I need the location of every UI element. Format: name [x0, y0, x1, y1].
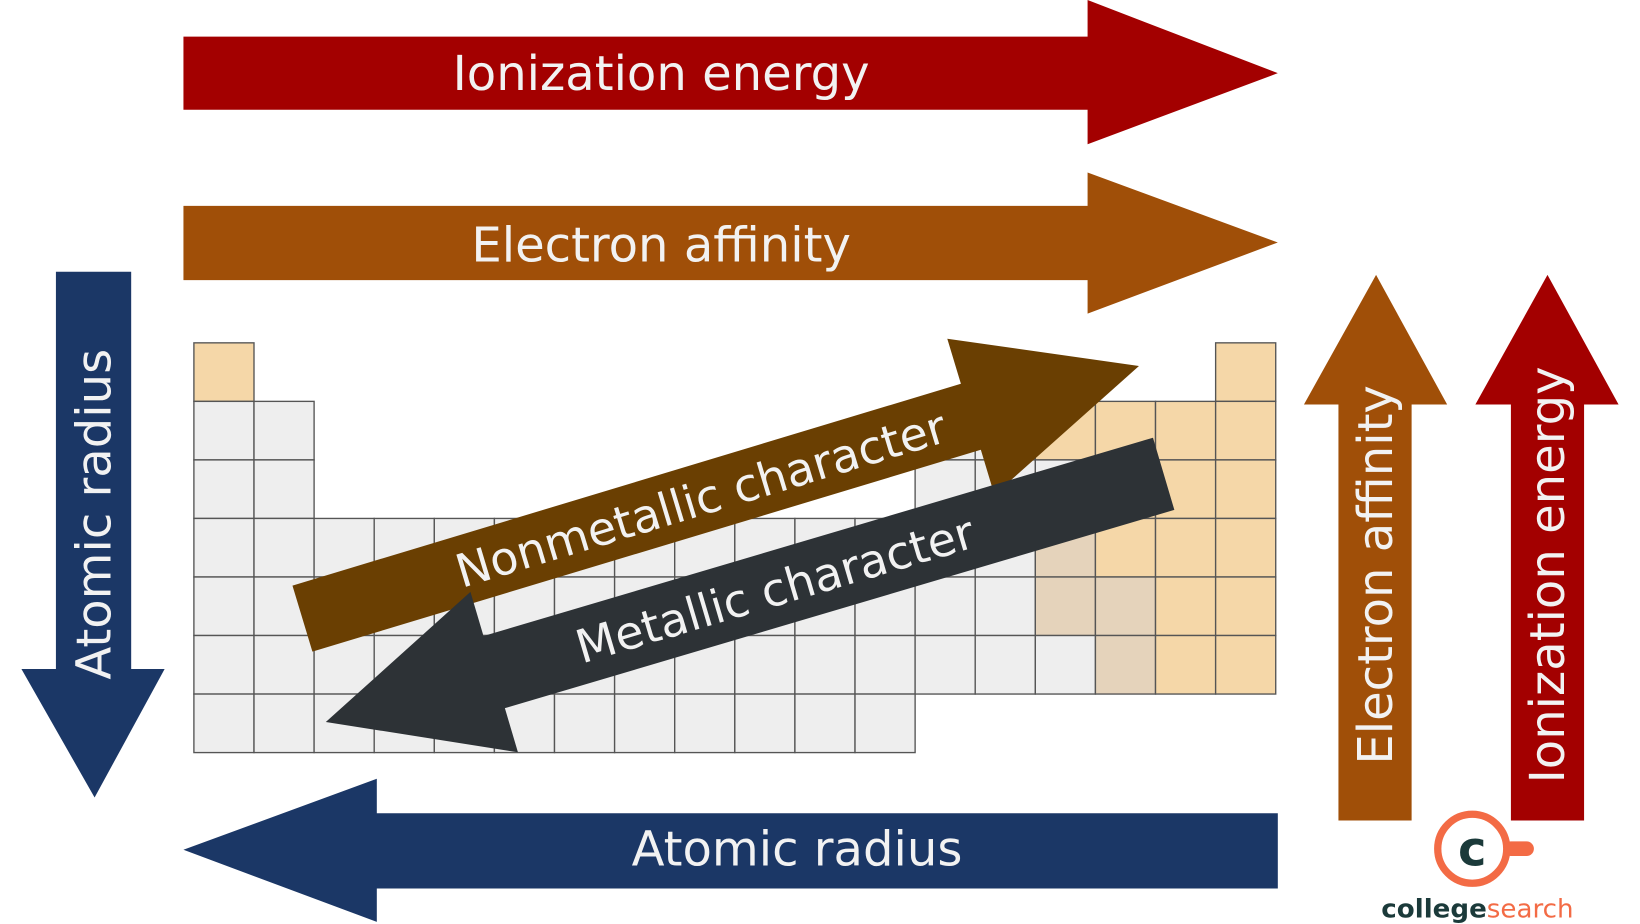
- element-cell-nonmetal: [1214, 459, 1277, 520]
- element-cell-metal: [914, 576, 976, 637]
- element-cell-nonmetal: [1214, 576, 1277, 637]
- element-cell-nonmetal: [1214, 342, 1277, 403]
- logo-letter: c: [1458, 821, 1487, 877]
- element-cell-metal: [553, 693, 616, 754]
- arrow-shape: [1475, 274, 1619, 821]
- element-cell-nonmetal: [1154, 634, 1217, 695]
- arrow-shape: [325, 437, 1175, 753]
- element-cell-metalloid: [1094, 634, 1157, 695]
- element-cell-metal: [253, 400, 315, 461]
- atomic-radius-arrow-vertical: Atomic radius: [21, 271, 165, 798]
- ionization-energy-arrow-vertical: Ionization energy: [1475, 274, 1619, 821]
- atomic-radius-bottom-label: Atomic radius: [632, 821, 963, 877]
- element-cell-metal: [193, 576, 255, 637]
- element-cell-metal: [193, 459, 255, 520]
- element-cell-metalloid: [1094, 576, 1157, 637]
- element-cell-metalloid: [1034, 576, 1097, 637]
- element-cell-metal: [914, 634, 976, 695]
- arrow-shape: [183, 172, 1278, 314]
- element-cell-metal: [193, 517, 255, 578]
- arrow-shape: [183, 778, 1278, 922]
- element-cell-nonmetal: [1214, 517, 1277, 578]
- element-cell-metal: [253, 517, 315, 578]
- periodic-table-grid: [193, 342, 1277, 754]
- element-cell-metal: [734, 634, 796, 695]
- element-cell-metal: [674, 693, 736, 754]
- element-cell-nonmetal: [193, 342, 255, 403]
- arrow-shape: [1303, 274, 1448, 821]
- element-cell-metal: [253, 634, 315, 695]
- atomic-radius-label: Atomic radius: [66, 349, 122, 680]
- electron-affinity-arrow-horizontal: Electron affinity: [183, 172, 1278, 314]
- element-cell-metal: [193, 634, 255, 695]
- element-cell-metal: [854, 634, 916, 695]
- element-cell-metal: [253, 693, 315, 754]
- element-cell-metal: [1034, 634, 1097, 695]
- electron-affinity-vertical-label: Electron affinity: [1348, 385, 1404, 765]
- element-cell-metal: [794, 634, 856, 695]
- element-cell-nonmetal: [1214, 634, 1277, 695]
- element-cell-metal: [193, 400, 255, 461]
- element-cell-metal: [794, 693, 856, 754]
- arrow-shape: [183, 0, 1278, 145]
- electron-affinity-arrow-vertical: Electron affinity: [1303, 274, 1448, 821]
- ionization-energy-label: Ionization energy: [453, 46, 870, 102]
- element-cell-nonmetal: [1154, 576, 1217, 637]
- ionization-energy-arrow-horizontal: Ionization energy: [183, 0, 1278, 145]
- element-cell-nonmetal: [1154, 517, 1217, 578]
- arrow-shape: [292, 338, 1139, 652]
- arrow-shape: [21, 271, 165, 798]
- element-cell-metal: [193, 693, 255, 754]
- element-cell-nonmetal: [1214, 400, 1277, 461]
- electron-affinity-label: Electron affinity: [471, 217, 851, 273]
- collegesearch-logo: c collegesearch: [1381, 810, 1574, 924]
- element-cell-metal: [734, 693, 796, 754]
- logo-wordmark: collegesearch: [1381, 895, 1573, 924]
- element-cell-metal: [974, 634, 1037, 695]
- ionization-energy-vertical-label: Ionization energy: [1520, 366, 1576, 783]
- atomic-radius-arrow-horizontal: Atomic radius: [183, 778, 1278, 922]
- element-cell-metal: [854, 693, 916, 754]
- element-cell-nonmetal: [1154, 400, 1217, 461]
- logo-ring: [1434, 810, 1511, 887]
- element-cell-metal: [613, 693, 676, 754]
- element-cell-metal: [974, 576, 1037, 637]
- element-cell-metal: [253, 459, 315, 520]
